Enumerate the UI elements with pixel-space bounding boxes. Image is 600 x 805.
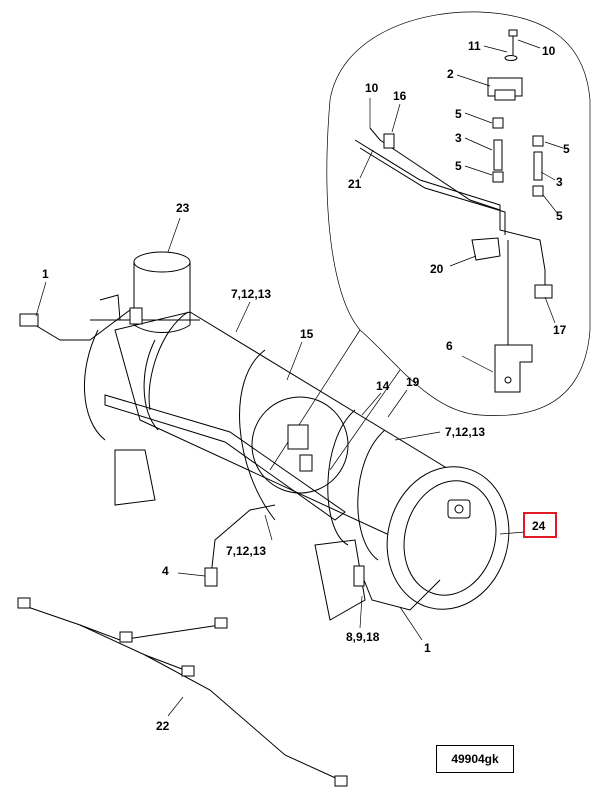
- callout-10-b: 10: [365, 81, 379, 95]
- callout-16: 16: [393, 89, 407, 103]
- callout-6: 6: [446, 339, 453, 353]
- callout-1-left: 1: [42, 267, 49, 281]
- callout-2: 2: [447, 67, 454, 81]
- callout-10-a: 10: [542, 44, 556, 58]
- callout-labels: 1 23 7,12,13 15 14 19 7,12,13 7,12,13 4 …: [42, 39, 570, 733]
- callout-7-12-13-bottom: 7,12,13: [226, 544, 266, 558]
- highlight-box: [523, 512, 557, 538]
- sensor-housing: [129, 251, 191, 333]
- detail-leader-a: [269, 329, 361, 471]
- callout-3-b: 3: [556, 175, 563, 189]
- callout-24[interactable]: 24: [532, 519, 546, 533]
- callout-7-12-13-top: 7,12,13: [231, 287, 271, 301]
- detail-assembly: [354, 29, 553, 393]
- reference-code: 49904gk: [451, 752, 499, 766]
- callout-15: 15: [300, 327, 314, 341]
- callout-23: 23: [176, 201, 190, 215]
- callout-5-a: 5: [455, 107, 462, 121]
- callout-5-c: 5: [455, 159, 462, 173]
- callout-14: 14: [376, 379, 390, 393]
- callout-11: 11: [468, 39, 481, 53]
- callout-5-b: 5: [563, 142, 570, 156]
- callout-19: 19: [406, 375, 420, 389]
- detail-leader-b: [329, 369, 401, 471]
- callout-20: 20: [430, 262, 444, 276]
- callout-17: 17: [553, 323, 567, 337]
- sensor-leads: [19, 309, 441, 611]
- leader-lines: [35, 39, 564, 717]
- callout-3-a: 3: [455, 131, 462, 145]
- highlighted-callout-24[interactable]: 24: [523, 512, 557, 538]
- wiring-harness: [17, 597, 348, 787]
- callout-5-d: 5: [556, 209, 563, 223]
- callout-8-9-18: 8,9,18: [346, 630, 380, 644]
- callout-4: 4: [162, 564, 169, 578]
- reference-code-box: 49904gk: [436, 745, 514, 773]
- callout-21: 21: [348, 177, 362, 191]
- ring-assembly: [251, 396, 349, 494]
- callout-22: 22: [156, 719, 170, 733]
- callout-1-right: 1: [424, 641, 431, 655]
- detail-bubble: [326, 11, 591, 416]
- cylinder-body: [84, 311, 510, 610]
- brackets: [99, 294, 366, 621]
- callout-7-12-13-mid: 7,12,13: [445, 425, 485, 439]
